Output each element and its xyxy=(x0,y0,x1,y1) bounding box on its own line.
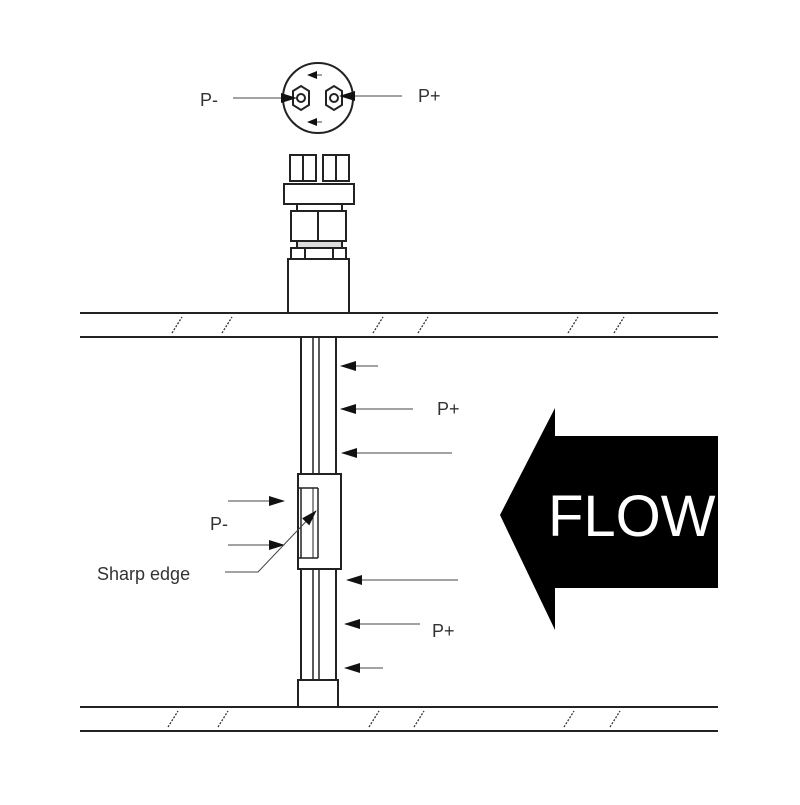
downstream-pressure-arrows xyxy=(228,496,285,550)
fitting-side-view xyxy=(283,154,355,314)
top-view-fitting: P- P+ xyxy=(200,62,441,134)
sharp-edge-leader xyxy=(225,510,317,573)
upstream-pressure-arrows xyxy=(340,361,458,673)
probe-window xyxy=(297,473,342,570)
port-right xyxy=(329,93,339,103)
flow-direction-arrow: FLOW xyxy=(500,408,718,630)
pipe-top-wall xyxy=(80,312,718,338)
flow-label: FLOW xyxy=(548,484,716,549)
pipe-bottom-wall xyxy=(80,706,718,732)
port-left xyxy=(296,93,306,103)
flow-arrow-icon xyxy=(500,408,718,630)
top-p-minus-label: P- xyxy=(200,90,218,110)
sharp-edge-label: Sharp edge xyxy=(97,564,190,584)
top-p-plus-label: P+ xyxy=(418,86,441,106)
upstream-p-plus-label-top: P+ xyxy=(437,399,460,419)
downstream-p-minus-label: P- xyxy=(210,514,228,534)
upstream-p-plus-label-bottom: P+ xyxy=(432,621,455,641)
probe-end-cap xyxy=(297,679,339,708)
